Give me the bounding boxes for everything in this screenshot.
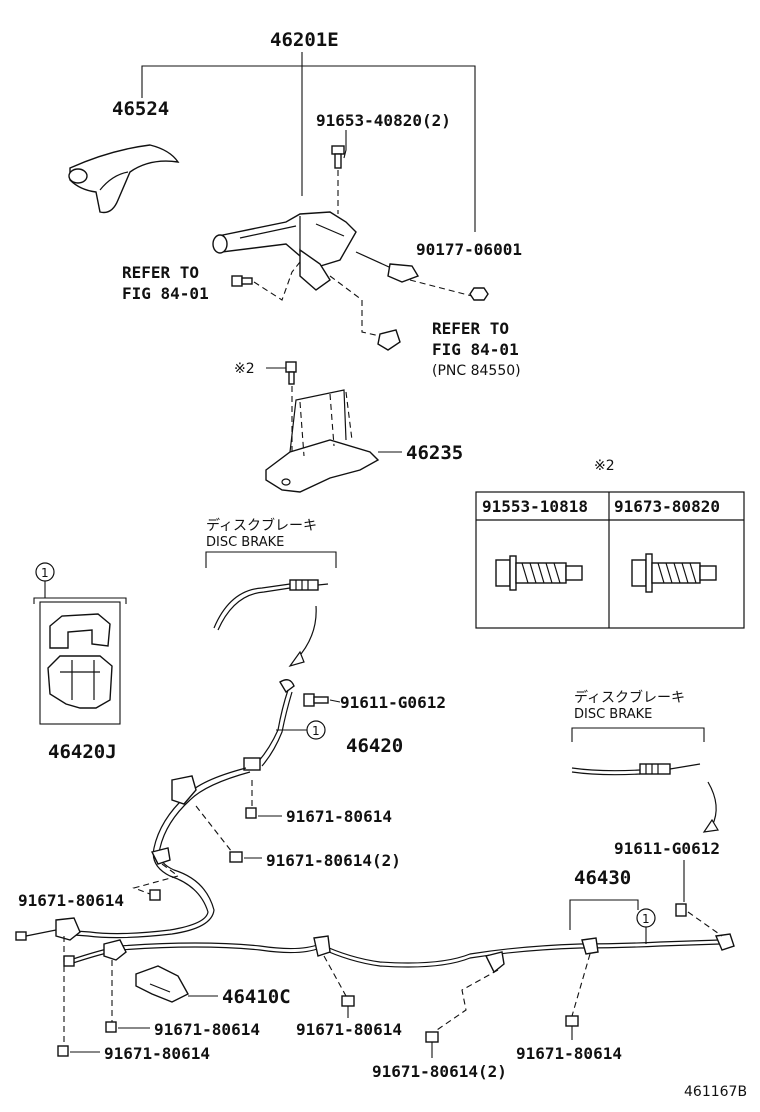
disc-brake-jp-2: ディスクブレーキ bbox=[574, 689, 685, 706]
bolt-91673-icon bbox=[631, 553, 717, 593]
refer-label-2b: FIG 84-01 bbox=[432, 340, 519, 359]
label-91671-80614-d: 91671-80614 bbox=[154, 1020, 260, 1039]
bolt-91611-a bbox=[303, 693, 341, 707]
label-91671-80614-f: 91671-80614 bbox=[296, 1020, 402, 1039]
bolt-91671-g bbox=[425, 969, 499, 1058]
label-91611-G0612-a: 91611-G0612 bbox=[340, 693, 446, 712]
disc-brake-cable-2 bbox=[571, 727, 719, 833]
circle-46420-label: 1 bbox=[312, 724, 320, 738]
label-91611-G0612-b: 91611-G0612 bbox=[614, 839, 720, 858]
bolt-table: 91553-10818 91673-80820 bbox=[475, 491, 745, 629]
bracket-46430 bbox=[569, 899, 639, 930]
label-91653-40820: 91653-40820(2) bbox=[316, 111, 451, 130]
refer-bolt-1 bbox=[231, 261, 301, 301]
bolt-note-2 bbox=[266, 361, 297, 452]
clip-46420J-box bbox=[33, 581, 127, 725]
parking-brake-lever bbox=[212, 211, 420, 291]
figure-id: 461167B bbox=[684, 1084, 747, 1100]
disc-brake-jp-1: ディスクブレーキ bbox=[206, 517, 317, 534]
circle-1-label: 1 bbox=[41, 566, 49, 580]
label-46201E: 46201E bbox=[270, 29, 339, 51]
cable-main bbox=[63, 933, 735, 974]
bolt-91671-a bbox=[245, 780, 282, 819]
label-46235: 46235 bbox=[406, 442, 463, 464]
label-91671-80614-e: 91671-80614 bbox=[104, 1044, 210, 1063]
note-2-table-marker: ※2 bbox=[594, 458, 615, 474]
bolt-91671-d bbox=[105, 960, 150, 1033]
bolt-91653 bbox=[331, 130, 347, 214]
refer-label-1b: FIG 84-01 bbox=[122, 284, 209, 303]
disc-brake-en-1: DISC BRAKE bbox=[206, 535, 284, 550]
refer-clip-2 bbox=[329, 275, 401, 351]
disc-brake-cable-1 bbox=[205, 551, 337, 668]
label-91671-80614-c: 91671-80614 bbox=[18, 891, 124, 910]
bolt-91671-f bbox=[323, 955, 355, 1018]
bolt-91553-icon bbox=[495, 555, 583, 591]
bracket-46410C bbox=[135, 965, 218, 1003]
bolt-91671-c bbox=[132, 863, 180, 901]
nut-90177 bbox=[409, 279, 489, 301]
lever-bracket-46235 bbox=[265, 389, 380, 493]
label-91671-80614-a: 91671-80614 bbox=[286, 807, 392, 826]
label-46420: 46420 bbox=[346, 735, 403, 757]
label-46524: 46524 bbox=[112, 98, 169, 120]
table-header-91673: 91673-80820 bbox=[614, 497, 720, 516]
lever-boot-cover bbox=[68, 144, 180, 214]
table-header-91553: 91553-10818 bbox=[482, 497, 588, 516]
label-46430: 46430 bbox=[574, 867, 631, 889]
bolt-91671-h bbox=[565, 953, 591, 1040]
label-90177-06001: 90177-06001 bbox=[416, 240, 522, 259]
label-46420J: 46420J bbox=[48, 741, 117, 763]
bolt-91611-b bbox=[675, 860, 723, 937]
refer-label-1a: REFER TO bbox=[122, 263, 199, 282]
refer-label-2a: REFER TO bbox=[432, 319, 509, 338]
label-91671-80614-2-g: 91671-80614(2) bbox=[372, 1062, 507, 1081]
label-91671-80614-h: 91671-80614 bbox=[516, 1044, 622, 1063]
disc-brake-en-2: DISC BRAKE bbox=[574, 707, 652, 722]
circle-46430-label: 1 bbox=[642, 912, 650, 926]
label-91671-80614-2-b: 91671-80614(2) bbox=[266, 851, 401, 870]
note-2-marker: ※2 bbox=[234, 361, 255, 377]
bracket-46201E bbox=[141, 52, 476, 232]
refer-label-2c: (PNC 84550) bbox=[432, 363, 521, 379]
label-46410C: 46410C bbox=[222, 986, 291, 1008]
bolt-91671-b bbox=[195, 805, 262, 863]
bolt-91671-e bbox=[57, 936, 100, 1057]
